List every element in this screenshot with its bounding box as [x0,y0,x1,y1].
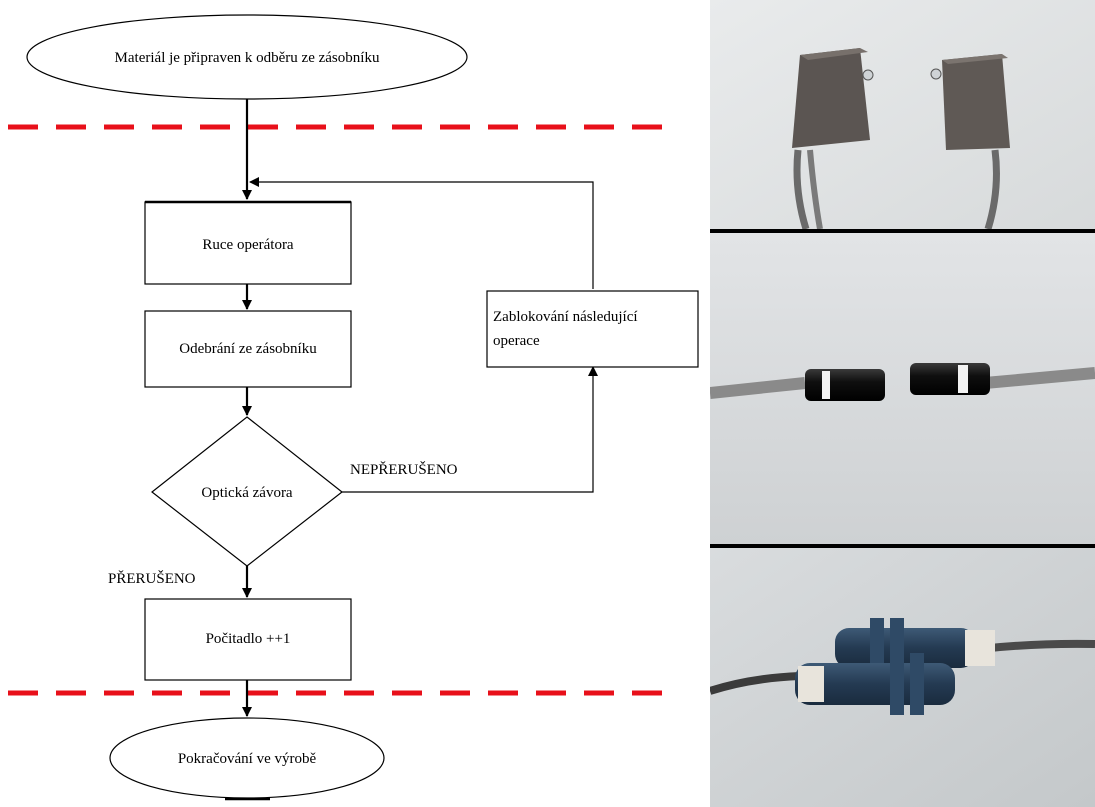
block-label-line2: operace [493,333,540,349]
take-box: Odebrání ze zásobníku [144,310,352,388]
loop-back-connector [249,177,594,289]
hands-label: Ruce operátora [202,237,294,253]
flowchart-diagram: Materiál je připraven k odběru ze zásobn… [8,14,699,801]
counter-label: Počitadlo ++1 [206,631,291,647]
hands-box: Ruce operátora [144,200,352,285]
sensor-threaded-front [795,653,955,715]
block-operation-box: Zablokování následující operace [486,290,699,368]
photo-separator [710,229,1095,233]
not-interrupted-label: NEPŘERUŠENO [350,461,458,478]
photo-rectangular-sensors [710,0,1095,229]
connector-not-interrupted [342,366,598,493]
sensor-right [930,54,1010,229]
photo-cylindrical-sensors [710,233,1095,544]
sensor-cylinder-left [805,369,885,401]
start-terminator: Materiál je připraven k odběru ze zásobn… [26,14,468,100]
decision-label: Optická závora [201,485,293,501]
take-label: Odebrání ze zásobníku [179,341,317,357]
decision-diamond: Optická závora [151,416,343,567]
block-label-line1: Zablokování následující [493,309,638,325]
photo-separator [710,544,1095,548]
start-label: Materiál je připraven k odběru ze zásobn… [115,50,380,66]
end-label: Pokračování ve výrobě [178,751,317,767]
interrupted-label: PŘERUŠENO [108,570,196,587]
end-terminator: Pokračování ve výrobě [109,717,385,801]
sensor-cylinder-right [910,363,990,395]
counter-box: Počitadlo ++1 [144,598,352,681]
photo-threaded-sensors [710,548,1095,807]
sensor-left [792,48,874,229]
